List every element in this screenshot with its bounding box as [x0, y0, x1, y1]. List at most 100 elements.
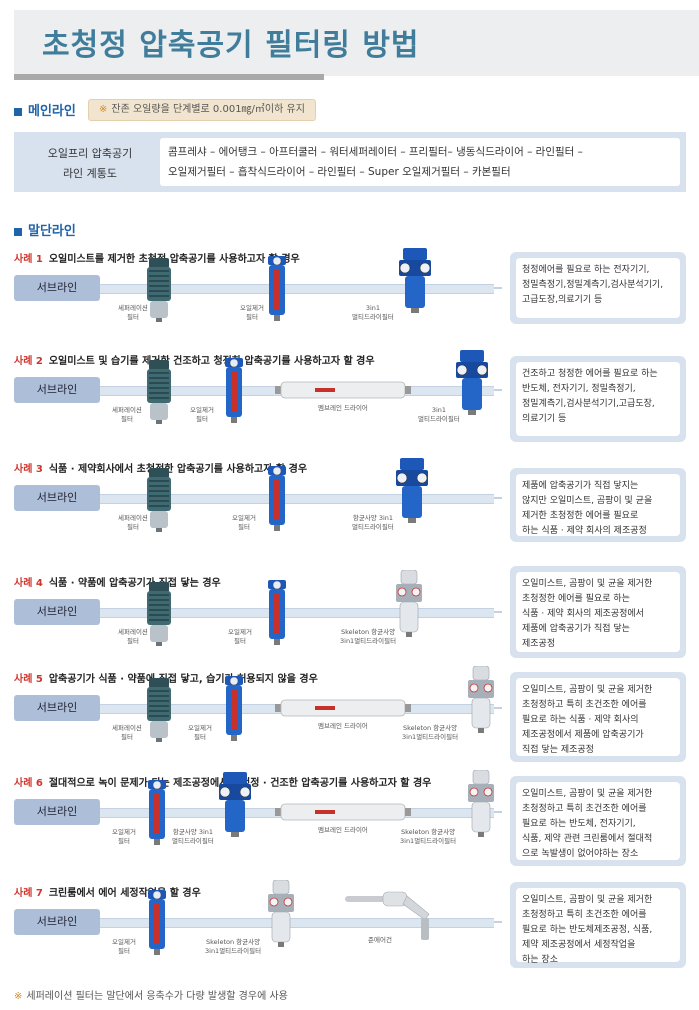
case-number: 사례 1	[14, 254, 43, 265]
separation-filter-icon	[145, 258, 173, 326]
connector-line	[494, 389, 502, 391]
header: 초청정 압축공기 필터링 방법	[0, 0, 699, 80]
main-line-note: ※잔존 오일량을 단계별로 0.001㎎/㎥이하 유지	[88, 99, 316, 121]
main-line-box: 오일프리 압축공기 라인 계통도 콤프레샤 – 에어탱크 – 아프터쿨러 – 워…	[14, 132, 686, 192]
case-title-text: 오일미스트를 제거한 초청정 압축공기를 사용하고자 할 경우	[48, 254, 300, 265]
device-caption: 멤브레인 드라이어	[318, 826, 368, 834]
header-underline	[14, 74, 324, 80]
connector-line	[494, 611, 502, 613]
case-number: 사례 7	[14, 888, 43, 899]
sub-line-label: 서브라인	[14, 485, 100, 511]
case-number: 사례 5	[14, 674, 43, 685]
connector-line	[494, 811, 502, 813]
case-number: 사례 3	[14, 464, 43, 475]
square-bullet-icon	[14, 227, 22, 236]
air-pipe	[14, 808, 494, 818]
device-caption: 멤브레인 드라이어	[318, 722, 368, 730]
case-title-text: 오일미스트 및 습기를 제거한 건조하고 청정한 압축공기를 사용하고자 할 경…	[48, 356, 375, 367]
oil-removal-filter-icon	[222, 358, 246, 428]
multi-dry-filter-icon	[215, 772, 255, 842]
case-title: 사례 1 오일미스트를 제거한 초청정 압축공기를 사용하고자 할 경우	[14, 250, 300, 265]
reference-mark-icon: ※	[14, 991, 23, 1002]
oil-removal-filter-icon	[145, 780, 169, 850]
case-number: 사례 4	[14, 578, 43, 589]
multi-dry-filter-icon	[452, 350, 492, 420]
membrane-dryer-icon	[275, 802, 411, 826]
oil-removal-filter-icon	[265, 466, 289, 536]
case-number: 사례 6	[14, 778, 43, 789]
case-title: 사례 5 압축공기가 식품 · 약품에 직접 닿고, 습기가 허용되지 않을 경우	[14, 670, 318, 685]
multi-dry-filter-icon	[395, 248, 435, 318]
air-pipe	[14, 608, 494, 618]
main-line-sequence: 콤프레샤 – 에어탱크 – 아프터쿨러 – 워터세퍼레이터 – 프리필터– 냉동…	[160, 138, 680, 186]
sub-line-label: 서브라인	[14, 599, 100, 625]
case-title-text: 압축공기가 식품 · 약품에 직접 닿고, 습기가 허용되지 않을 경우	[48, 674, 318, 685]
case-title: 사례 2 오일미스트 및 습기를 제거한 건조하고 청정한 압축공기를 사용하고자…	[14, 352, 375, 367]
reference-mark-icon: ※	[99, 104, 108, 115]
case-title: 사례 3 식품 · 제약회사에서 초청정한 압축공기를 사용하고자 할 경우	[14, 460, 307, 475]
main-line-label: 오일프리 압축공기 라인 계통도	[47, 147, 133, 180]
sub-line-label: 서브라인	[14, 275, 100, 301]
case-title-text: 식품 · 제약회사에서 초청정한 압축공기를 사용하고자 할 경우	[48, 464, 308, 475]
header-background	[14, 10, 699, 76]
skeleton-multi-dry-filter-icon	[465, 665, 497, 738]
air-pipe	[14, 918, 494, 928]
case-title: 사례 4 식품 · 약품에 압축공기가 직접 닿는 경우	[14, 574, 221, 589]
sub-line-label: 서브라인	[14, 377, 100, 403]
air-pipe	[14, 494, 494, 504]
sub-line-label: 서브라인	[14, 695, 100, 721]
oil-removal-filter-icon	[265, 580, 289, 650]
air-pipe	[14, 284, 494, 294]
case-title-text: 식품 · 약품에 압축공기가 직접 닿는 경우	[48, 578, 221, 589]
square-bullet-icon	[14, 107, 22, 116]
air-gun-icon	[345, 884, 435, 948]
air-pipe	[14, 704, 494, 714]
case-description: 청정에어를 필요로 하는 전자기기,정밀측정기,정밀계측기,검사분석기기,고급도…	[510, 252, 686, 324]
sub-line-label: 서브라인	[14, 799, 100, 825]
device-caption: 준에어건	[368, 936, 392, 944]
device-caption: 멤브레인 드라이어	[318, 404, 368, 412]
oil-removal-filter-icon	[265, 256, 289, 326]
membrane-dryer-icon	[275, 380, 411, 404]
connector-line	[494, 921, 502, 923]
branch-line-heading: 말단라인	[14, 220, 76, 239]
footnote: ※세퍼레이션 필터는 말단에서 응축수가 다량 발생할 경우에 사용	[14, 991, 288, 1002]
separation-filter-icon	[145, 468, 173, 536]
membrane-dryer-icon	[275, 698, 411, 722]
connector-line	[494, 497, 502, 499]
case-number: 사례 2	[14, 356, 43, 367]
multi-dry-filter-icon	[392, 458, 432, 528]
case-description-text: 청정에어를 필요로 하는 전자기기,정밀측정기,정밀계측기,검사분석기기,고급도…	[516, 258, 680, 318]
oil-removal-filter-icon	[145, 890, 169, 960]
separation-filter-icon	[145, 360, 173, 428]
air-pipe	[14, 386, 494, 396]
skeleton-multi-dry-filter-icon	[465, 769, 497, 842]
